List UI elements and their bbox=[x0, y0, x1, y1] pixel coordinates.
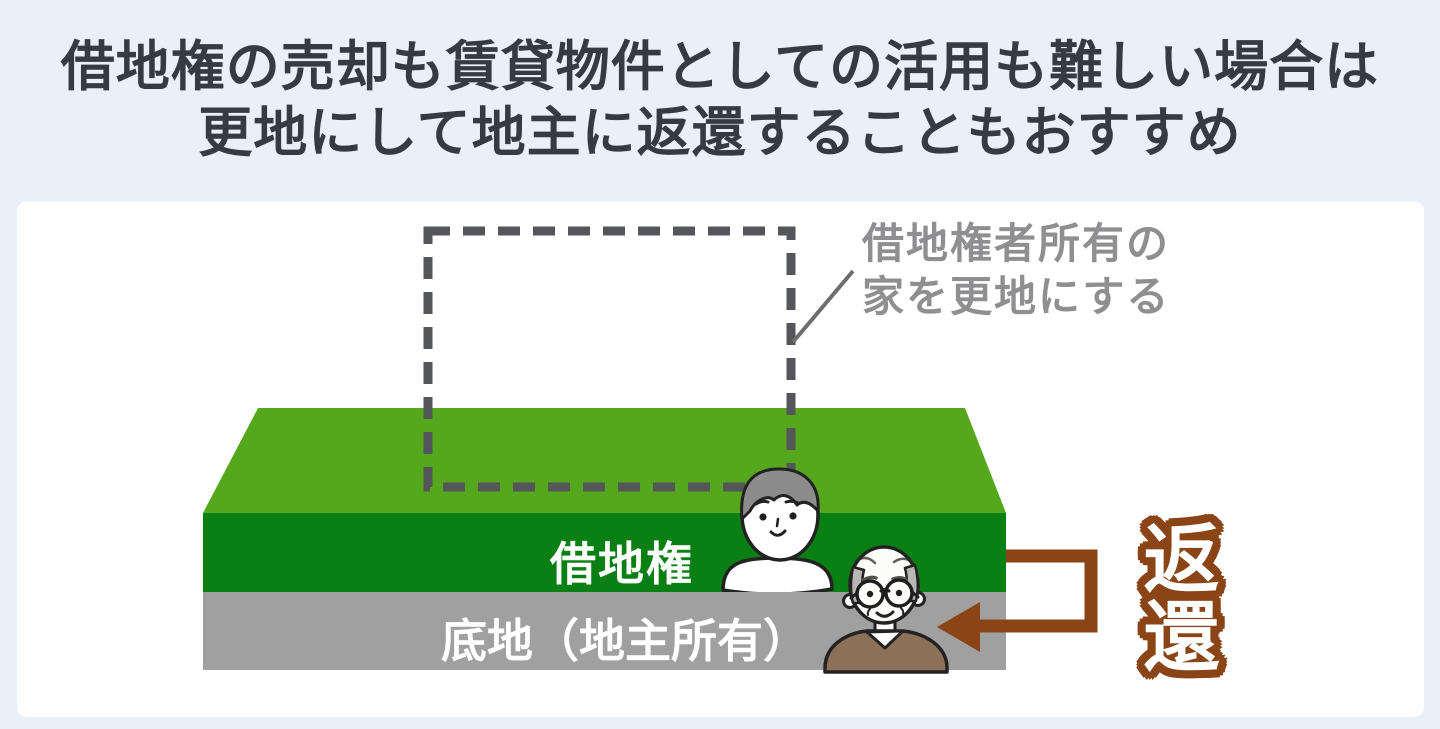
annotation-pointer-line bbox=[791, 269, 855, 344]
demolished-house-outline bbox=[423, 226, 796, 492]
house-annotation-line-1: 借地権者所有の bbox=[862, 220, 1171, 267]
title-line-1: 借地権の売却も賃貸物件としての活用も難しい場合は bbox=[60, 37, 1380, 97]
diagram-panel: 借地権者所有の 家を更地にする 借地権 底地（地主所有） 返還 bbox=[17, 201, 1424, 717]
return-label: 返還 bbox=[1131, 519, 1217, 675]
land-top-surface bbox=[203, 408, 1006, 513]
title-line-2: 更地にして地主に返還することもおすすめ bbox=[198, 103, 1242, 163]
return-arrow-icon bbox=[937, 549, 1098, 652]
page-title: 借地権の売却も賃貸物件としての活用も難しい場合は 更地にして地主に返還することも… bbox=[0, 0, 1440, 166]
house-annotation: 借地権者所有の 家を更地にする bbox=[862, 217, 1170, 323]
leaseholder-illustration bbox=[721, 467, 834, 597]
land-label: 底地（地主所有） bbox=[441, 615, 809, 667]
leasehold-label: 借地権 bbox=[550, 538, 694, 590]
house-annotation-line-2: 家を更地にする bbox=[862, 273, 1171, 320]
leasehold-return-diagram bbox=[203, 226, 1098, 674]
landlord-illustration bbox=[823, 545, 949, 674]
